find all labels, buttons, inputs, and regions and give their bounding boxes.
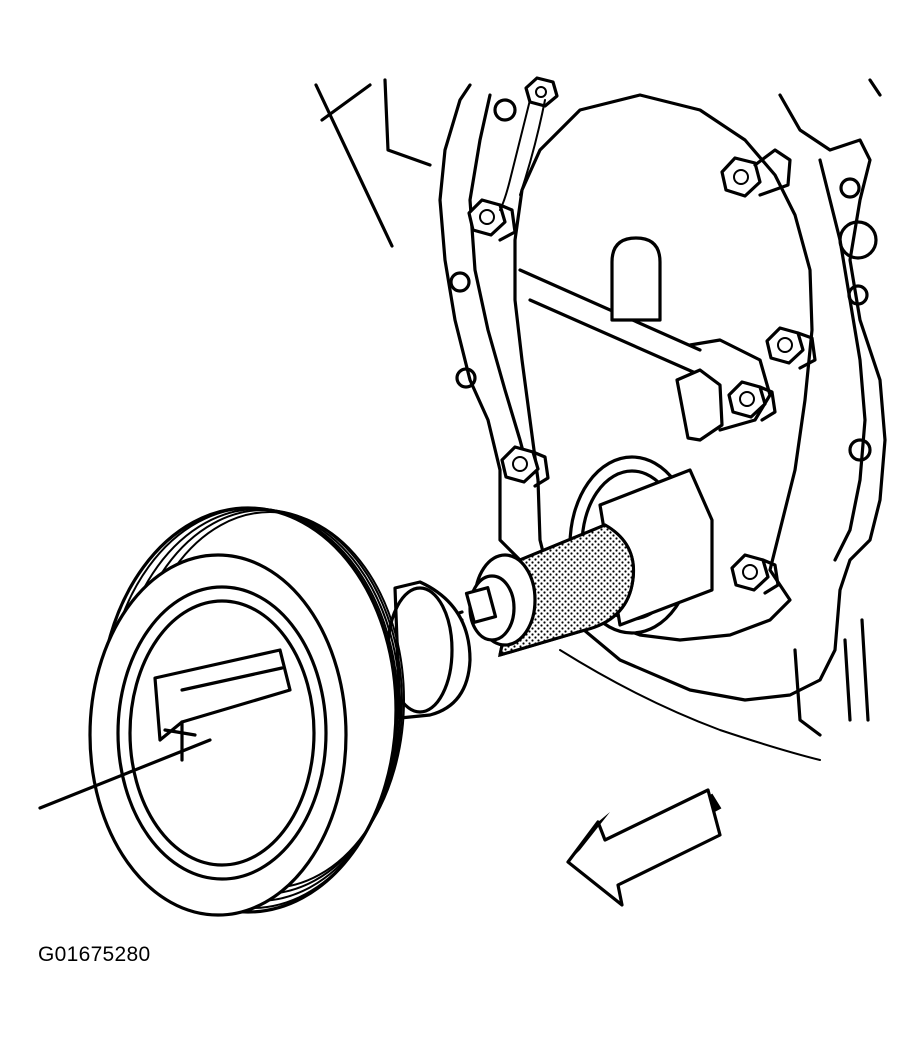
balancer-installer-tool bbox=[436, 468, 714, 658]
timing-cover-gasket bbox=[438, 83, 887, 702]
bolt bbox=[765, 326, 817, 370]
crankshaft-balancer bbox=[38, 506, 472, 917]
bolt bbox=[727, 380, 777, 422]
bolt bbox=[467, 198, 517, 242]
bolt bbox=[524, 76, 559, 108]
figure-id-label: G01675280 bbox=[38, 943, 151, 966]
timing-cover-bolts bbox=[467, 76, 817, 595]
wiring bbox=[499, 99, 821, 761]
bolt bbox=[720, 148, 792, 198]
installation-direction-arrow bbox=[566, 788, 722, 907]
engine-block-outline bbox=[314, 78, 882, 737]
bolt bbox=[500, 445, 550, 488]
bolt bbox=[730, 553, 780, 595]
